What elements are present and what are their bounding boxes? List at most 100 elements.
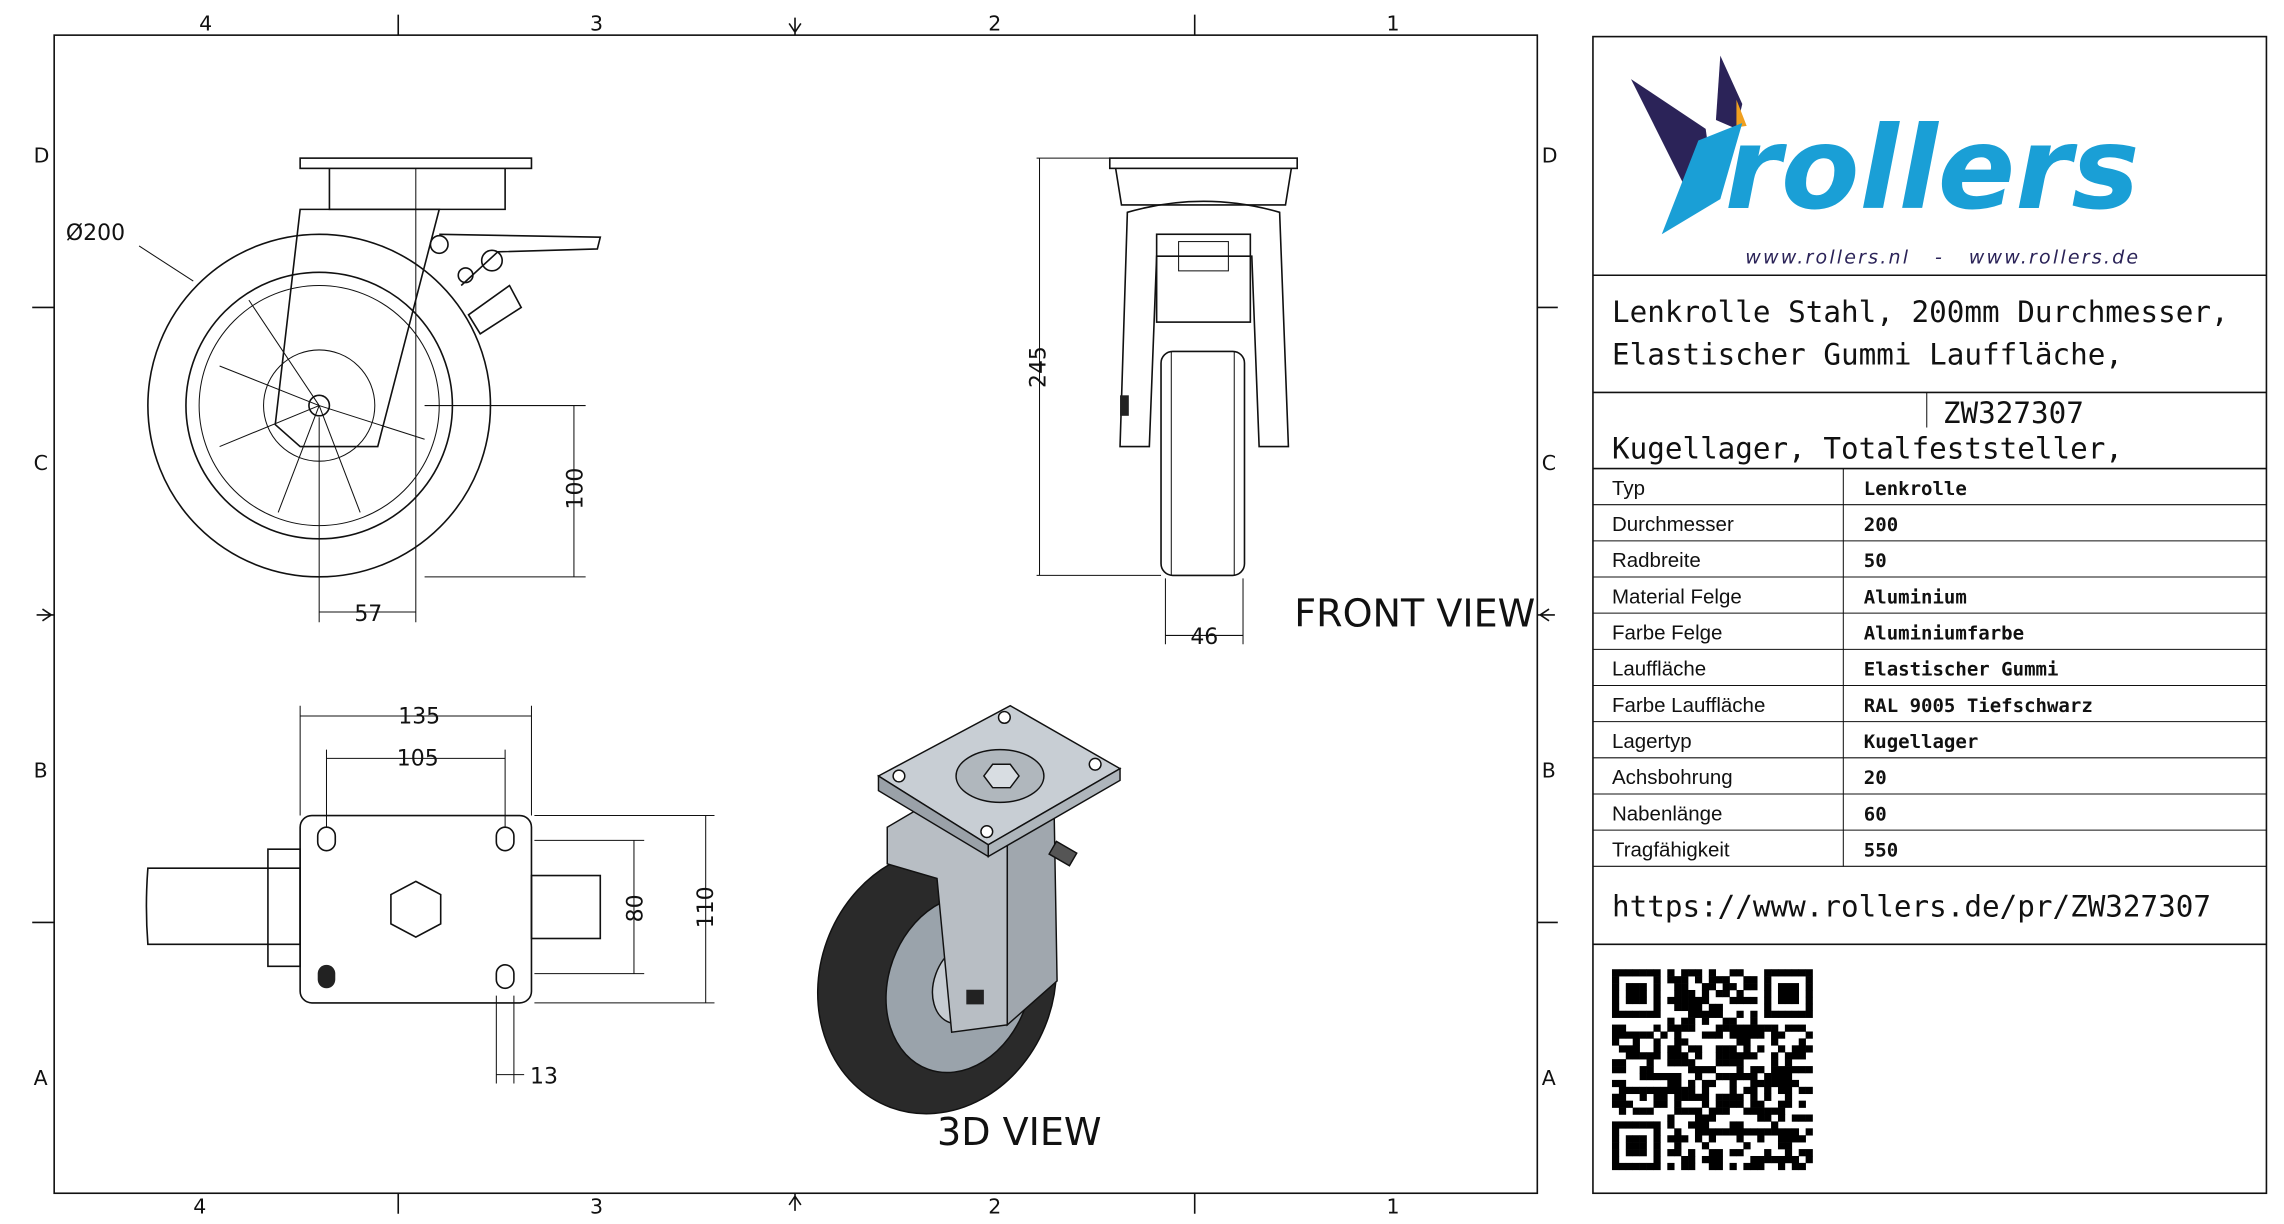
qr-module bbox=[1653, 996, 1661, 1005]
qr-module bbox=[1771, 1128, 1779, 1136]
qr-module bbox=[1639, 1135, 1647, 1143]
qr-module bbox=[1646, 1162, 1654, 1171]
qr-module bbox=[1618, 1066, 1627, 1074]
qr-module bbox=[1708, 1155, 1717, 1164]
dim-hole-spacing-width: 80 bbox=[624, 894, 649, 922]
qr-module bbox=[1694, 996, 1703, 1005]
qr-module bbox=[1632, 989, 1640, 998]
qr-module bbox=[1625, 1142, 1634, 1150]
qr-module bbox=[1625, 1162, 1634, 1171]
qr-module bbox=[1708, 983, 1717, 991]
qr-module bbox=[1771, 1024, 1779, 1032]
qr-module bbox=[1708, 1135, 1717, 1143]
qr-module bbox=[1764, 1003, 1772, 1012]
qr-module bbox=[1729, 1121, 1737, 1129]
qr-module bbox=[1777, 1107, 1786, 1115]
qr-module bbox=[1653, 1142, 1661, 1150]
qr-module bbox=[1715, 1128, 1723, 1136]
qr-module bbox=[1798, 1149, 1806, 1157]
qr-module bbox=[1674, 1079, 1682, 1088]
qr-module bbox=[1757, 1066, 1765, 1074]
qr-module bbox=[1611, 989, 1620, 998]
qr-module bbox=[1632, 1038, 1640, 1046]
qr-module bbox=[1674, 1024, 1682, 1032]
qr-module bbox=[1694, 1052, 1703, 1060]
qr-module bbox=[1660, 1072, 1668, 1081]
qr-module bbox=[1715, 1162, 1723, 1171]
qr-module bbox=[1618, 1031, 1627, 1039]
qr-module bbox=[1805, 1003, 1813, 1012]
qr-module bbox=[1653, 1162, 1661, 1171]
qr-module bbox=[1764, 1114, 1772, 1122]
spec-label: Lagertyp bbox=[1612, 730, 1692, 753]
qr-module bbox=[1708, 1149, 1717, 1157]
qr-module bbox=[1729, 983, 1737, 991]
qr-module bbox=[1618, 1107, 1627, 1115]
qr-module bbox=[1722, 1045, 1730, 1053]
qr-module bbox=[1625, 1052, 1634, 1060]
qr-module bbox=[1736, 1024, 1744, 1032]
qr-module bbox=[1694, 1010, 1703, 1018]
qr-module bbox=[1750, 1031, 1758, 1039]
product-url[interactable]: https://www.rollers.de/pr/ZW327307 bbox=[1612, 890, 2211, 924]
qr-code[interactable] bbox=[1611, 969, 1813, 1171]
spec-value: 200 bbox=[1864, 514, 1898, 536]
qr-module bbox=[1715, 1003, 1723, 1012]
qr-module bbox=[1667, 1149, 1675, 1157]
qr-module bbox=[1722, 1017, 1730, 1025]
qr-module bbox=[1743, 983, 1751, 991]
qr-module bbox=[1750, 1079, 1758, 1088]
qr-module bbox=[1681, 969, 1689, 977]
qr-module bbox=[1750, 1128, 1758, 1136]
qr-module bbox=[1618, 1121, 1627, 1129]
qr-module bbox=[1639, 983, 1647, 991]
qr-module bbox=[1764, 969, 1772, 977]
qr-module bbox=[1688, 1024, 1696, 1032]
qr-module bbox=[1701, 1017, 1710, 1025]
qr-module bbox=[1625, 1121, 1634, 1129]
qr-module bbox=[1729, 1017, 1737, 1025]
qr-module bbox=[1653, 1135, 1661, 1143]
qr-module bbox=[1653, 1086, 1661, 1095]
qr-module bbox=[1764, 976, 1772, 984]
qr-module bbox=[1777, 1031, 1786, 1039]
qr-module bbox=[1715, 1072, 1723, 1081]
qr-module bbox=[1674, 1107, 1682, 1115]
spec-value: Aluminium bbox=[1864, 586, 1967, 608]
zone-row-d-right: D bbox=[1542, 144, 1558, 168]
qr-module bbox=[1764, 983, 1772, 991]
qr-module bbox=[1701, 1010, 1710, 1018]
side-view: Ø200 57 100 bbox=[66, 157, 602, 627]
qr-module bbox=[1618, 969, 1627, 977]
qr-module bbox=[1764, 1149, 1772, 1157]
qr-module bbox=[1729, 1045, 1737, 1053]
qr-module bbox=[1653, 1149, 1661, 1157]
qr-module bbox=[1715, 989, 1723, 998]
qr-module bbox=[1791, 996, 1800, 1005]
qr-module bbox=[1674, 1052, 1682, 1060]
qr-module bbox=[1694, 1114, 1703, 1122]
qr-module bbox=[1777, 1072, 1786, 1081]
qr-module bbox=[1798, 1100, 1806, 1108]
qr-module bbox=[1667, 1121, 1675, 1129]
qr-module bbox=[1791, 1066, 1800, 1074]
qr-module bbox=[1708, 1162, 1717, 1171]
qr-module bbox=[1611, 1059, 1620, 1067]
dim-offset: 57 bbox=[354, 602, 382, 627]
qr-module bbox=[1743, 1162, 1751, 1171]
qr-module bbox=[1729, 1093, 1737, 1101]
qr-module bbox=[1667, 1072, 1675, 1081]
qr-module bbox=[1694, 976, 1703, 984]
qr-module bbox=[1681, 983, 1689, 991]
dim-diameter: Ø200 bbox=[66, 221, 125, 246]
qr-module bbox=[1777, 1155, 1786, 1164]
spec-label: Nabenlänge bbox=[1612, 802, 1722, 825]
qr-module bbox=[1639, 969, 1647, 977]
qr-module bbox=[1708, 1010, 1717, 1018]
